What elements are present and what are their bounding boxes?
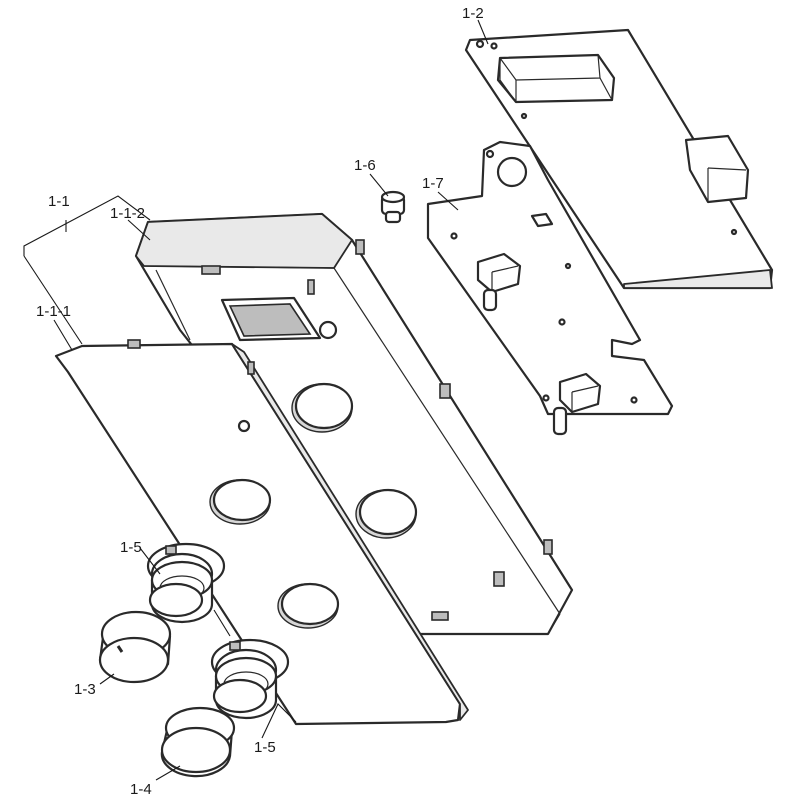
part-1-6-cap (380, 190, 406, 224)
label-1-7: 1-7 (422, 175, 444, 192)
part-1-4-knob-cap (160, 706, 236, 778)
label-1-4: 1-4 (130, 781, 152, 798)
label-1-1: 1-1 (48, 193, 70, 210)
part-1-1-2-enclosure (134, 212, 574, 636)
part-1-1-1-front-panel (54, 339, 469, 726)
part-1-3-knob-cap (98, 610, 172, 684)
part-1-5-upper-button-mechanism (146, 542, 226, 624)
label-1-1-1: 1-1-1 (36, 303, 71, 320)
label-1-5-top: 1-5 (120, 539, 142, 556)
leader-lines (23, 19, 489, 781)
label-1-3: 1-3 (74, 681, 96, 698)
part-1-5-lower-button-mechanism (210, 638, 290, 720)
part-1-7-bracket (426, 140, 674, 436)
label-1-2: 1-2 (462, 5, 484, 22)
part-labels: 1-1 1-1-2 1-1-1 1-2 1-6 1-7 1-5 1-5 1-3 … (36, 5, 484, 798)
label-1-6: 1-6 (354, 157, 376, 174)
label-1-5-bottom: 1-5 (254, 739, 276, 756)
label-1-1-2: 1-1-2 (110, 205, 145, 222)
part-1-2-circuit-board (464, 28, 774, 290)
